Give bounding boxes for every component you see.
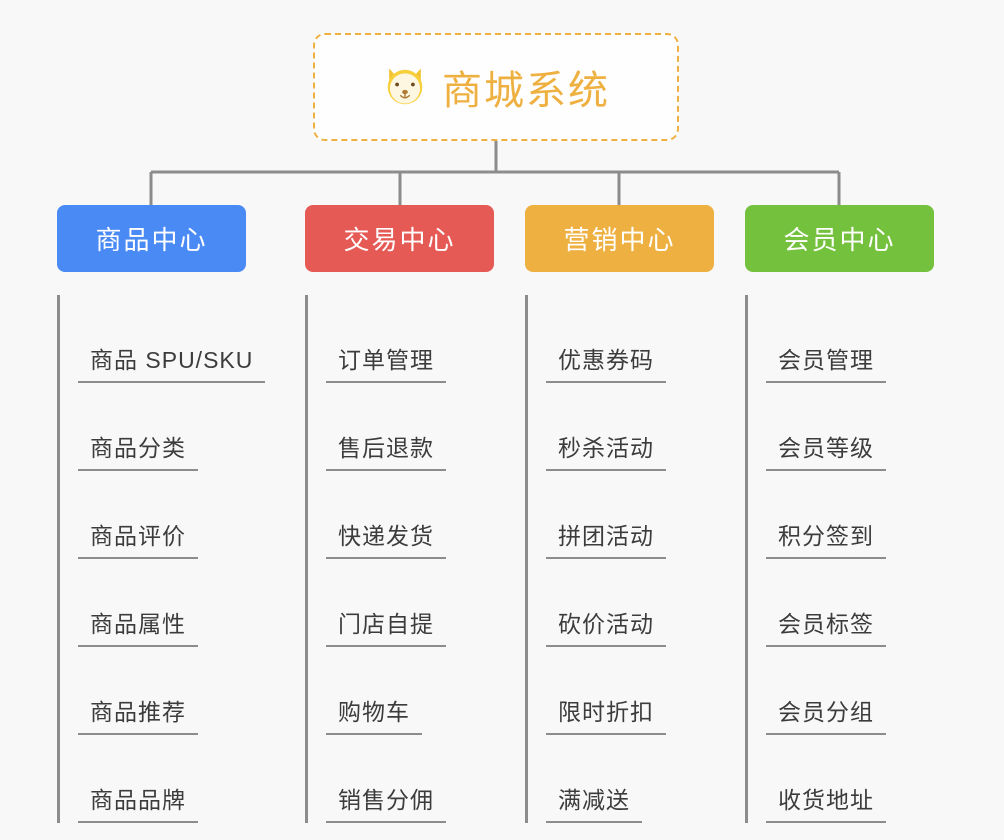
leaf-label: 商品属性 [78,605,198,647]
leaf-label: 商品分类 [78,429,198,471]
leaf-list-product: 商品 SPU/SKU 商品分类 商品评价 商品属性 商品推荐 商品品牌 [57,295,266,823]
leaf-label: 订单管理 [326,341,446,383]
list-item[interactable]: 限时折扣 [546,647,714,735]
leaf-label: 秒杀活动 [546,429,666,471]
category-title: 商品中心 [95,225,208,255]
dog-face-icon [382,64,428,110]
list-item[interactable]: 商品 SPU/SKU [78,295,266,383]
leaf-label: 快递发货 [326,517,446,559]
category-header-product[interactable]: 商品中心 [57,205,246,272]
category-header-marketing[interactable]: 营销中心 [525,205,714,272]
category-title: 交易中心 [343,225,456,255]
leaf-list-trade: 订单管理 售后退款 快递发货 门店自提 购物车 销售分佣 [305,295,494,823]
list-item[interactable]: 会员分组 [766,647,934,735]
list-item[interactable]: 商品品牌 [78,735,246,823]
category-header-trade[interactable]: 交易中心 [305,205,494,272]
leaf-label: 优惠券码 [546,341,666,383]
list-item[interactable]: 商品评价 [78,471,246,559]
leaf-label: 限时折扣 [546,693,666,735]
list-item[interactable]: 会员管理 [766,295,934,383]
leaf-label: 会员分组 [766,693,886,735]
list-item[interactable]: 销售分佣 [326,735,494,823]
leaf-label: 会员标签 [766,605,886,647]
list-item[interactable]: 拼团活动 [546,471,714,559]
leaf-label: 售后退款 [326,429,446,471]
leaf-label: 砍价活动 [546,605,666,647]
list-item[interactable]: 满减送 [546,735,714,823]
category-title: 会员中心 [783,225,896,255]
list-item[interactable]: 商品属性 [78,559,246,647]
leaf-label: 商品推荐 [78,693,198,735]
list-item[interactable]: 砍价活动 [546,559,714,647]
list-item[interactable]: 购物车 [326,647,494,735]
leaf-label: 商品评价 [78,517,198,559]
leaf-label: 购物车 [326,693,422,735]
list-item[interactable]: 会员等级 [766,383,934,471]
leaf-label: 满减送 [546,781,642,823]
leaf-label: 积分签到 [766,517,886,559]
leaf-list-marketing: 优惠券码 秒杀活动 拼团活动 砍价活动 限时折扣 满减送 [525,295,714,823]
branch-column-marketing: 营销中心 优惠券码 秒杀活动 拼团活动 砍价活动 限时折扣 满减送 [525,205,714,823]
leaf-list-member: 会员管理 会员等级 积分签到 会员标签 会员分组 收货地址 [745,295,934,823]
list-item[interactable]: 秒杀活动 [546,383,714,471]
leaf-label: 拼团活动 [546,517,666,559]
list-item[interactable]: 商品推荐 [78,647,246,735]
branch-column-member: 会员中心 会员管理 会员等级 积分签到 会员标签 会员分组 收货地址 [745,205,934,823]
branch-column-trade: 交易中心 订单管理 售后退款 快递发货 门店自提 购物车 销售分佣 [305,205,494,823]
list-item[interactable]: 优惠券码 [546,295,714,383]
category-header-member[interactable]: 会员中心 [745,205,934,272]
leaf-label: 门店自提 [326,605,446,647]
leaf-label: 销售分佣 [326,781,446,823]
list-item[interactable]: 售后退款 [326,383,494,471]
list-item[interactable]: 门店自提 [326,559,494,647]
branch-column-product: 商品中心 商品 SPU/SKU 商品分类 商品评价 商品属性 商品推荐 商品品牌 [57,205,266,823]
root-node[interactable]: 商城系统 [313,33,679,141]
list-item[interactable]: 订单管理 [326,295,494,383]
leaf-label: 会员等级 [766,429,886,471]
list-item[interactable]: 商品分类 [78,383,246,471]
list-item[interactable]: 积分签到 [766,471,934,559]
leaf-label: 商品 SPU/SKU [78,341,266,383]
leaf-label: 商品品牌 [78,781,198,823]
leaf-label: 会员管理 [766,341,886,383]
leaf-label: 收货地址 [766,781,886,823]
category-title: 营销中心 [563,225,676,255]
list-item[interactable]: 快递发货 [326,471,494,559]
list-item[interactable]: 会员标签 [766,559,934,647]
root-title: 商城系统 [442,69,610,113]
list-item[interactable]: 收货地址 [766,735,934,823]
